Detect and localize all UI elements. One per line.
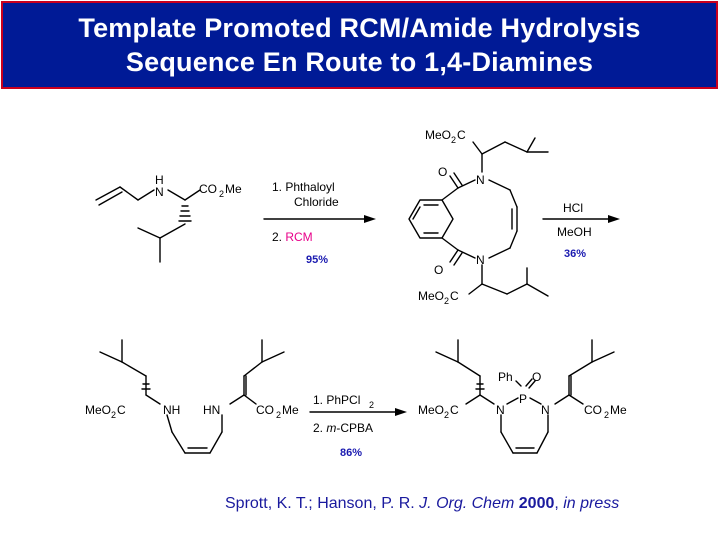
svg-text:2: 2 [444,296,449,306]
diamine-product [99,339,285,454]
svg-text:2: 2 [444,410,449,420]
macrocycle-product [408,137,549,297]
meo2c-label-top: MeO 2 C [425,128,466,145]
step1-reagent-2: 2. RCM [272,230,313,244]
svg-text:C: C [457,128,466,142]
starting-material [95,186,201,263]
step2-reagent-bottom: MeOH [557,225,592,239]
nh-n-label: N [155,185,164,199]
svg-text:CO: CO [256,403,274,417]
svg-text:2: 2 [369,400,374,410]
svg-text:2: 2 [219,189,224,199]
meo2c-label-bottom: MeO 2 C [418,289,459,306]
title-line-2: Sequence En Route to 1,4-Diamines [125,47,594,77]
phosphorus-label: P [519,392,527,406]
svg-text:C: C [117,403,126,417]
step1-reagent-1: 1. Phthaloyl [272,180,335,194]
svg-text:MeO: MeO [425,128,451,142]
phenyl-label: Ph [498,370,513,384]
hn-label-right: HN [203,403,220,417]
svg-text:C: C [450,289,459,303]
svg-text:Me: Me [610,403,627,417]
phosphonamide-product [435,339,615,454]
title-banner: Template Promoted RCM/Amide Hydrolysis S… [1,1,718,89]
meo2c-label-phos: MeO 2 C [418,403,459,420]
citation: Sprott, K. T.; Hanson, P. R. J. Org. Che… [225,495,620,512]
svg-text:CO: CO [584,403,602,417]
co2me-label-1: CO 2 Me [199,182,242,199]
carbonyl-o-top: O [438,165,447,179]
svg-text:1. PhPCl: 1. PhPCl [313,393,360,407]
svg-text:MeO: MeO [85,403,111,417]
step2-reagent-top: HCl [563,201,583,215]
nh-h-label: H [155,173,164,187]
amide-n-top: N [476,173,485,187]
nh-label-left: NH [163,403,180,417]
step3-reagent-1: 1. PhPCl 2 [313,393,374,410]
svg-text:2: 2 [604,410,609,420]
step1-yield: 95% [306,254,328,266]
step3-reagent-2: 2. m-CPBA [313,421,373,435]
phos-n-left: N [496,403,505,417]
svg-text:CO: CO [199,182,217,196]
title-line-1: Template Promoted RCM/Amide Hydrolysis [78,13,641,43]
svg-text:Me: Me [282,403,299,417]
co2me-label-phos: CO 2 Me [584,403,627,420]
svg-text:MeO: MeO [418,403,444,417]
co2me-label-diamine: CO 2 Me [256,403,299,420]
svg-text:Me: Me [225,182,242,196]
svg-text:2: 2 [111,410,116,420]
step3-yield: 86% [340,447,362,459]
carbonyl-o-bottom: O [434,263,443,277]
svg-text:MeO: MeO [418,289,444,303]
svg-text:2: 2 [451,135,456,145]
amide-n-bottom: N [476,253,485,267]
phos-n-right: N [541,403,550,417]
step1-reagent-1b: Chloride [294,195,339,209]
svg-text:2: 2 [276,410,281,420]
meo2c-label-diamine: MeO 2 C [85,403,126,420]
step2-yield: 36% [564,248,586,260]
phos-oxygen-label: O [532,370,541,384]
svg-text:C: C [450,403,459,417]
